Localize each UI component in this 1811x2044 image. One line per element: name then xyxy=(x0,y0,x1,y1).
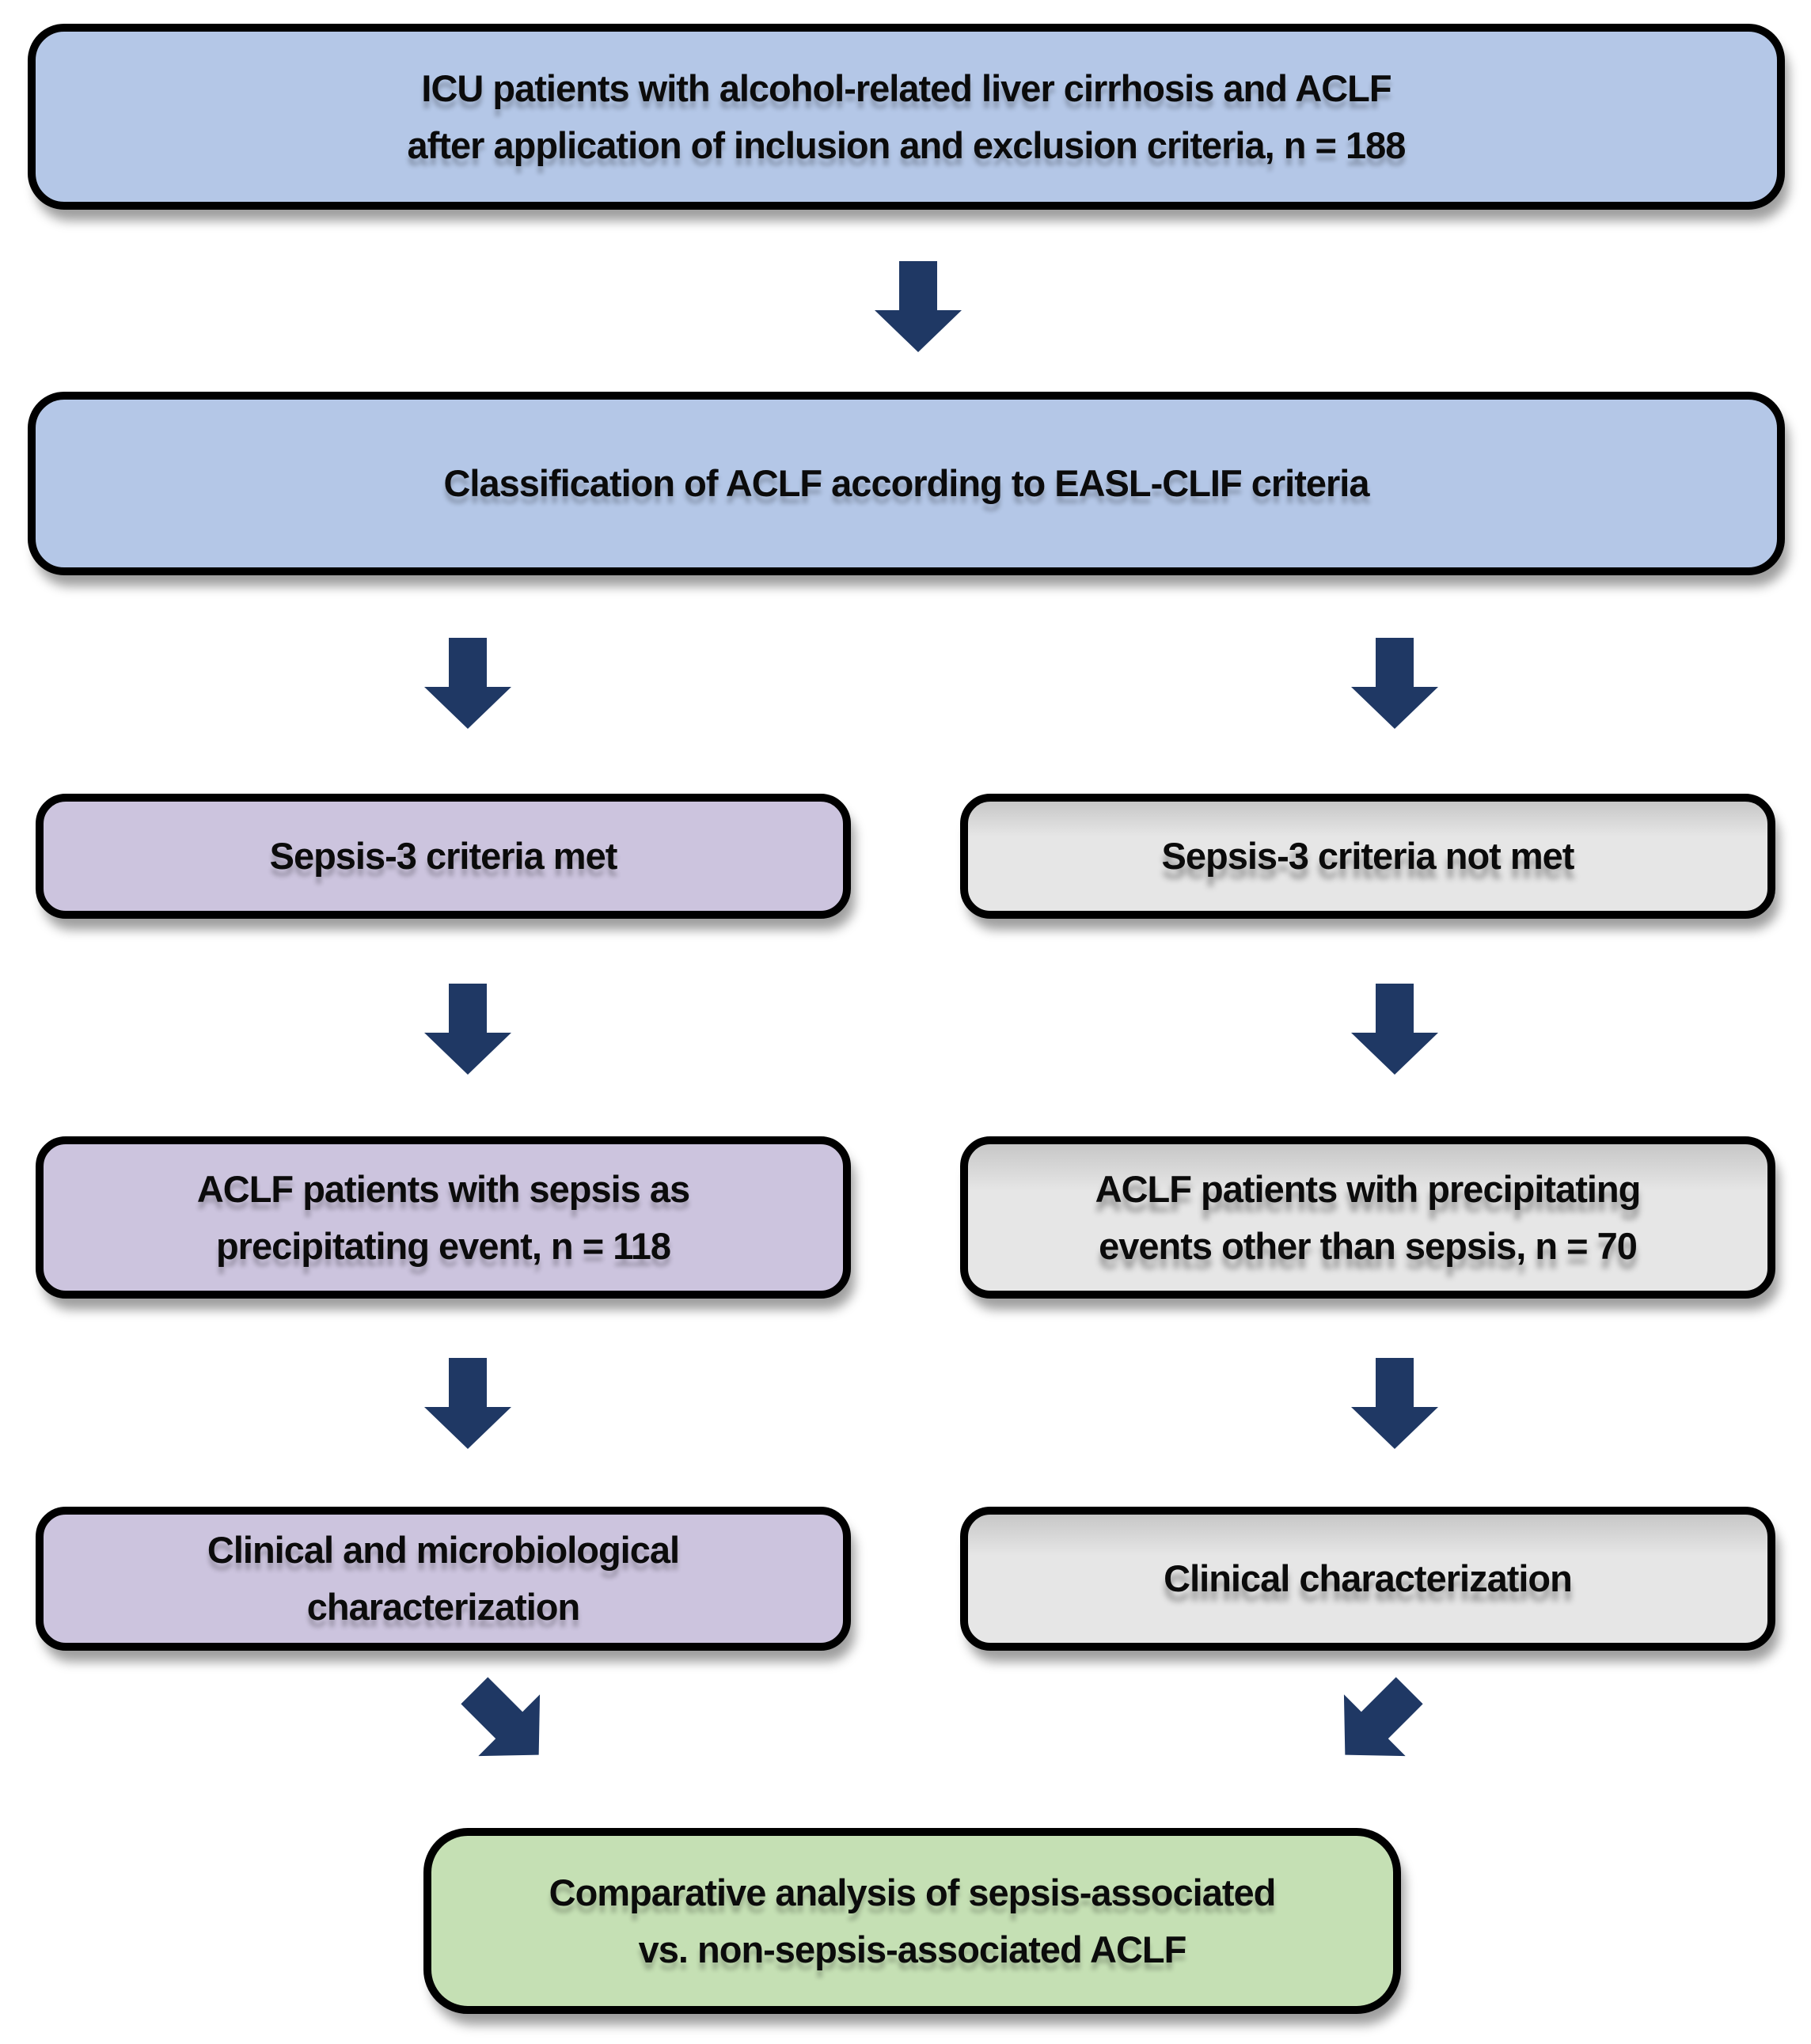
node-text-line: events other than sepsis, n = 70 xyxy=(1099,1224,1638,1267)
node-clinical-microbiological: Clinical and microbiological characteriz… xyxy=(36,1507,851,1651)
arrow-down-icon xyxy=(424,638,511,729)
arrow-down-icon xyxy=(424,984,511,1075)
node-text-line: Clinical characterization xyxy=(1164,1557,1573,1599)
node-text-line: Clinical and microbiological xyxy=(207,1529,680,1571)
node-text-line: after application of inclusion and exclu… xyxy=(407,123,1407,166)
node-sepsis-aclf: ACLF patients with sepsis as precipitati… xyxy=(36,1136,851,1299)
node-icu-patients: ICU patients with alcohol-related liver … xyxy=(28,24,1785,210)
node-text-line: Classification of ACLF according to EASL… xyxy=(443,462,1369,504)
node-text-line: Comparative analysis of sepsis-associate… xyxy=(549,1871,1277,1913)
node-text-line: vs. non-sepsis-associated ACLF xyxy=(638,1928,1187,1970)
arrow-down-icon xyxy=(1351,638,1438,729)
node-text-line: Sepsis-3 criteria not met xyxy=(1161,835,1575,877)
node-text-line: characterization xyxy=(306,1586,580,1628)
arrow-down-icon xyxy=(1351,1358,1438,1449)
node-clinical: Clinical characterization xyxy=(960,1507,1775,1651)
node-text-line: Sepsis-3 criteria met xyxy=(269,835,618,877)
node-text-line: precipitating event, n = 118 xyxy=(215,1224,671,1267)
node-sepsis-criteria-not-met: Sepsis-3 criteria not met xyxy=(960,794,1775,919)
arrow-down-right-icon xyxy=(439,1655,574,1790)
node-non-sepsis-aclf: ACLF patients with precipitating events … xyxy=(960,1136,1775,1299)
arrow-down-icon xyxy=(1351,984,1438,1075)
node-classification: Classification of ACLF according to EASL… xyxy=(28,392,1785,575)
node-text-line: ACLF patients with sepsis as xyxy=(196,1167,690,1210)
arrow-down-icon xyxy=(875,261,962,352)
node-comparative-analysis: Comparative analysis of sepsis-associate… xyxy=(423,1828,1401,2014)
node-text-line: ACLF patients with precipitating xyxy=(1095,1167,1642,1210)
node-text-line: ICU patients with alcohol-related liver … xyxy=(421,66,1391,109)
arrow-down-left-icon xyxy=(1310,1655,1445,1790)
node-sepsis-criteria-met: Sepsis-3 criteria met xyxy=(36,794,851,919)
arrow-down-icon xyxy=(424,1358,511,1449)
